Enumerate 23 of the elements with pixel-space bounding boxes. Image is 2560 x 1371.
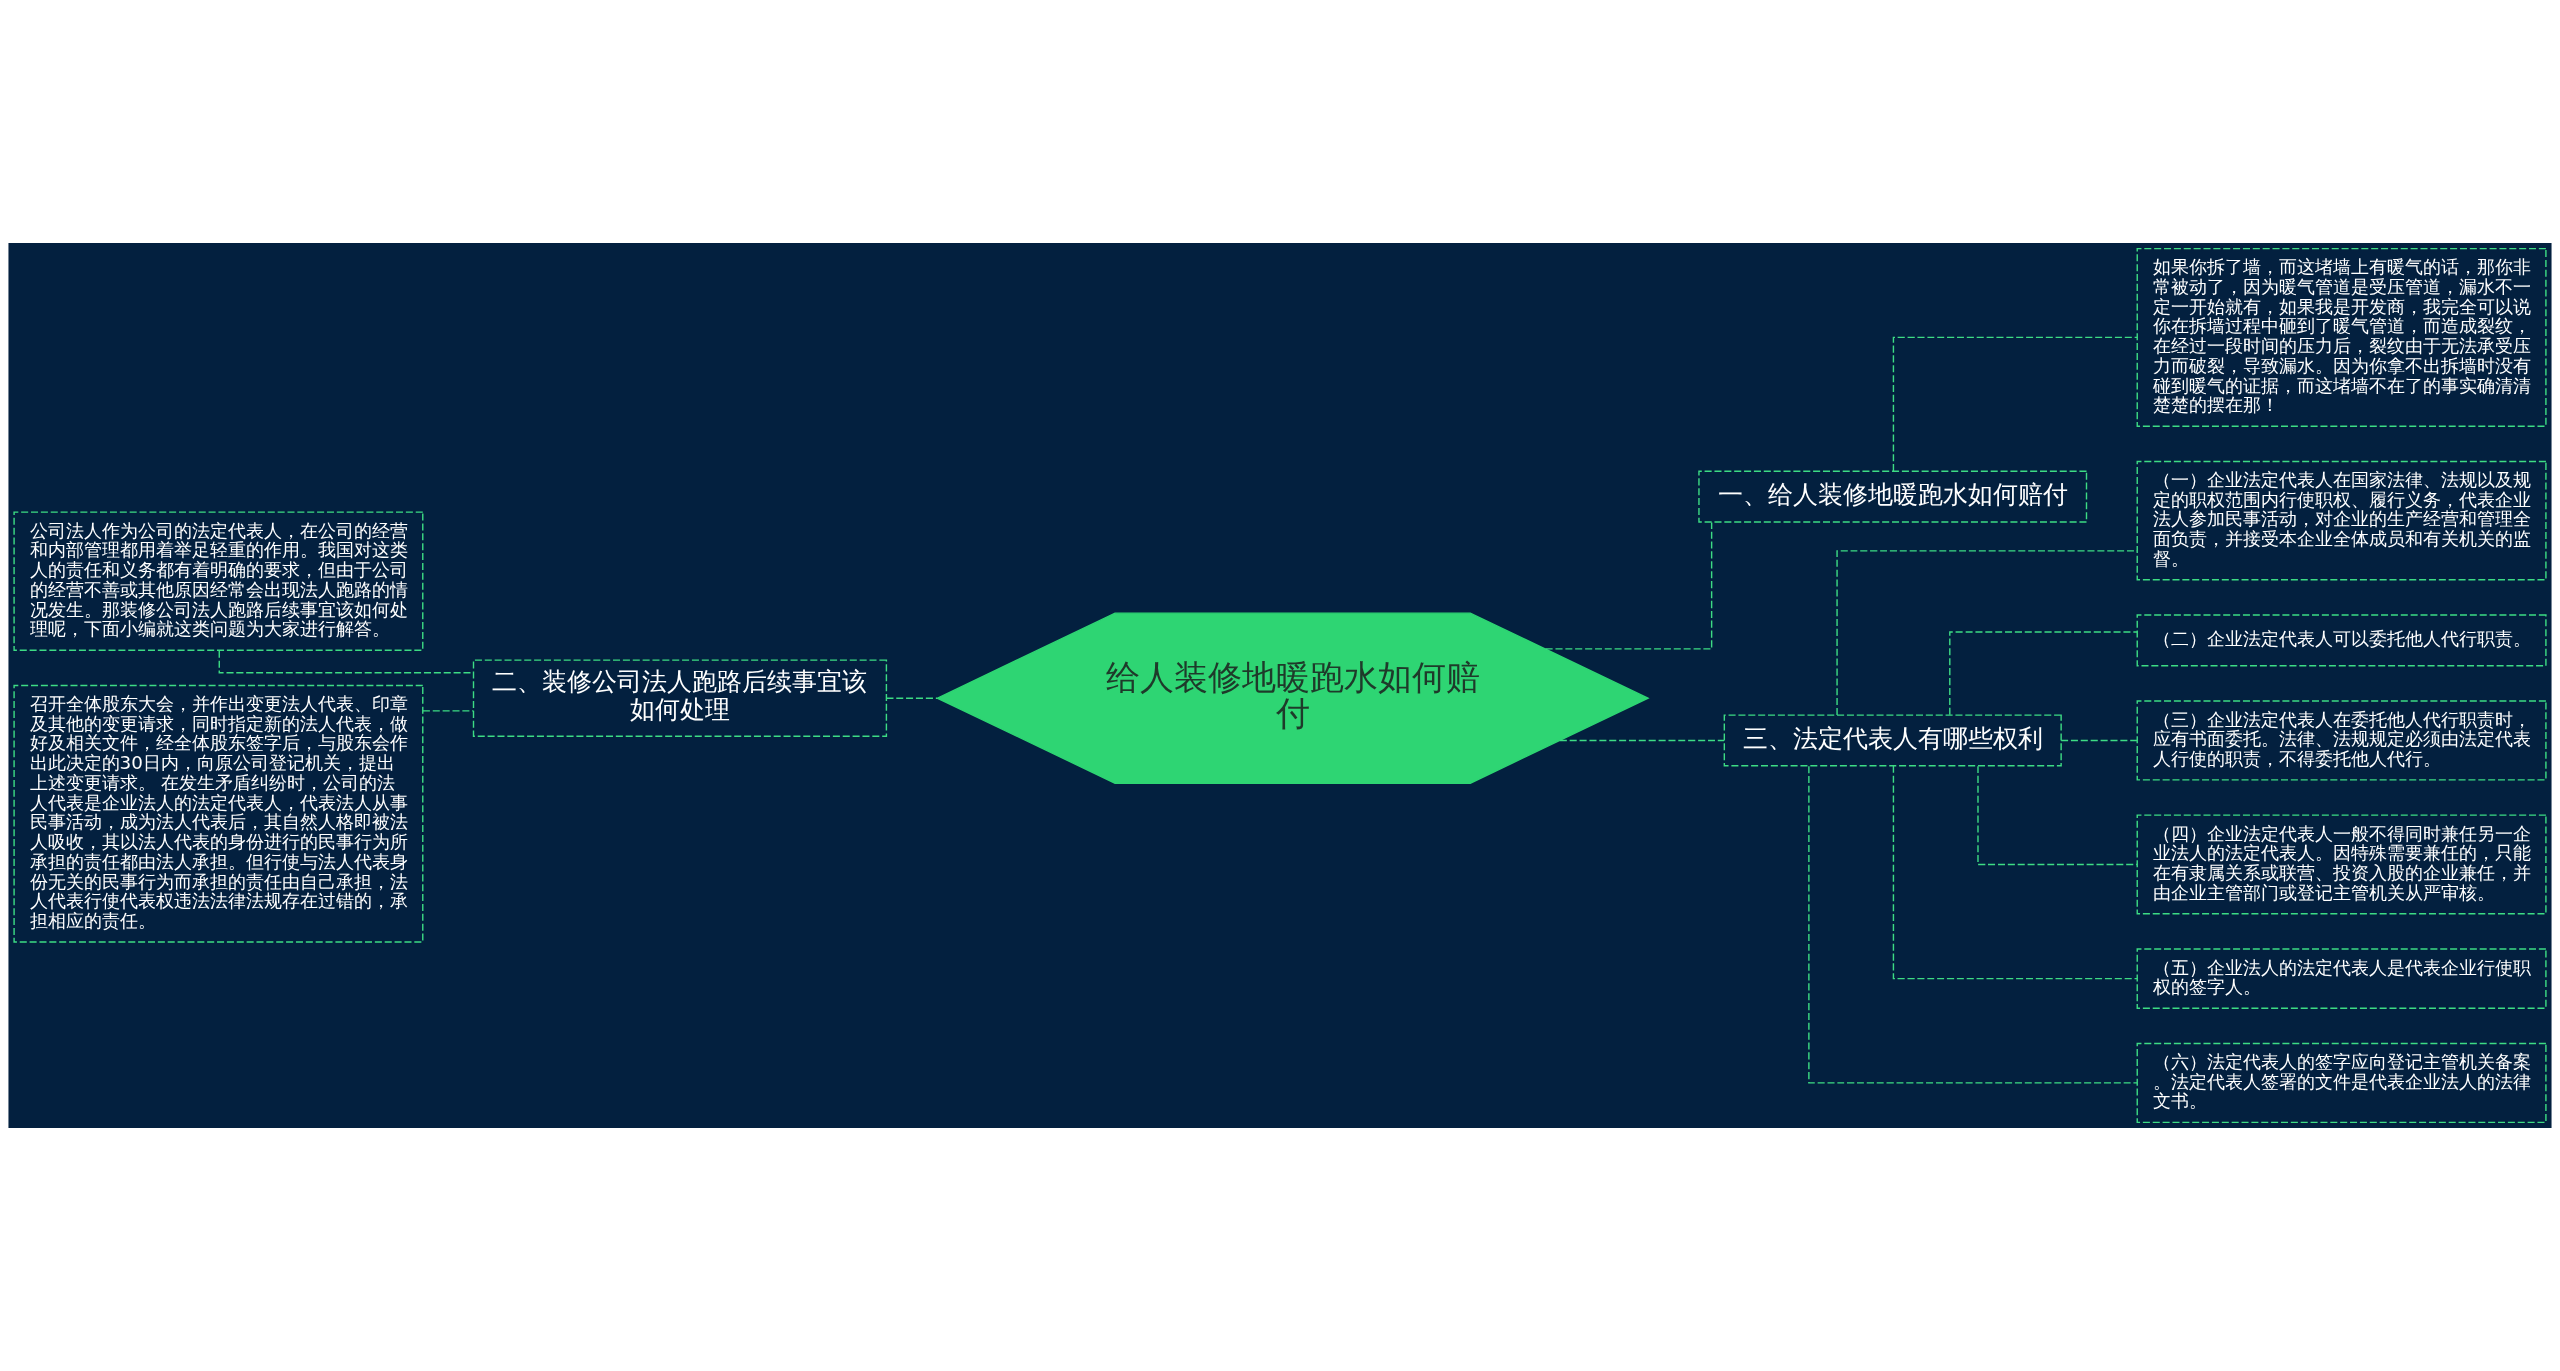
node-box: 如果你拆了墙，而这堵墙上有暖气的话，那你非常被动了，因为暖气管道是受压管道，漏水不一定一开始就有，如果我是开发商，我完全可以说你在拆墙过程中砸到了暖气管道，而造成裂纹，在经过一段时间的压力后，裂纹由于无法承受压力而破裂，导致漏水。因为你拿不出拆墙时没有碰到暖气的证据，而这堵墙不在了的事实确清清楚楚的摆在那！ [2136, 247, 2547, 427]
node-box: 召开全体股东大会，并作出变更法人代表、印章及其他的变更请求，同时指定新的法人代表，做好及相关文件，经全体股东签字后，与股东会作出此决定的30日内，向原公司登记机关，提出上述变更请求。 在发生矛盾纠纷时，公司的法人代表是企业法人的法定代表人，代表法人从事民事活动，成为法人代表后，其自然人格即被法人吸收，其以法人代表的身份进行的民事行为所承担的责任都由法人承担。但行使与法人代表身份无关的民事行为而承担的责任由自己承担，法人代表行使代表权违法法律法规存在过错的，承担相应的责任。 [13, 684, 424, 943]
node-box: （三）企业法定代表人在委托他人代行职责时，应有书面委托。法律、法规规定必须由法定代表人行使的职责，不得委托他人代行。 [2136, 700, 2547, 781]
connector [422, 710, 475, 712]
node-box: （五）企业法人的法定代表人是代表企业行使职权的签字人。 [2136, 948, 2547, 1009]
node-box: 一、给人装修地暖跑水如何赔付 [1698, 470, 2088, 523]
connector [1808, 765, 2138, 1084]
node-box: 公司法人作为公司的法定代表人，在公司的经营和内部管理都用着举足轻重的作用。我国对这类人的责任和义务都有着明确的要求，但由于公司的经营不善或其他原因经常会出现法人跑路的情况发生。那装修公司法人跑路后续事宜该如何处理呢，下面小编就这类问题为大家进行解答。 [13, 511, 424, 651]
node-box: （一）企业法定代表人在国家法律、法规以及规定的职权范围内行使职权、履行义务，代表企业法人参加民事活动，对企业的生产经营和管理全面负责，并接受本企业全体成员和有关机关的监督。 [2136, 460, 2547, 581]
node-box: （六）法定代表人的签字应向登记主管机关备案。法定代表人签署的文件是代表企业法人的法律文书。 [2136, 1042, 2547, 1124]
connector [1949, 631, 2138, 716]
connector [1544, 521, 1713, 650]
connector [1836, 550, 2138, 716]
connector [1892, 765, 2138, 980]
node-box: （四）企业法定代表人一般不得同时兼任另一企业法人的法定代表人。因特殊需要兼任的，只能在有隶属关系或联营、投资入股的企业兼任，并由企业主管部门或登记主管机关从严审核。 [2136, 814, 2547, 915]
connector [1892, 336, 2138, 472]
connector [2060, 739, 2138, 742]
connector [1559, 739, 1725, 742]
connector [1977, 765, 2138, 866]
node-box: （二）企业法定代表人可以委托他人代行职责。 [2136, 614, 2547, 667]
connector [885, 697, 938, 699]
node-box: 三、法定代表人有哪些权利 [1723, 714, 2062, 767]
node-box: 二、装修公司法人跑路后续事宜该如何处理 [472, 659, 888, 737]
